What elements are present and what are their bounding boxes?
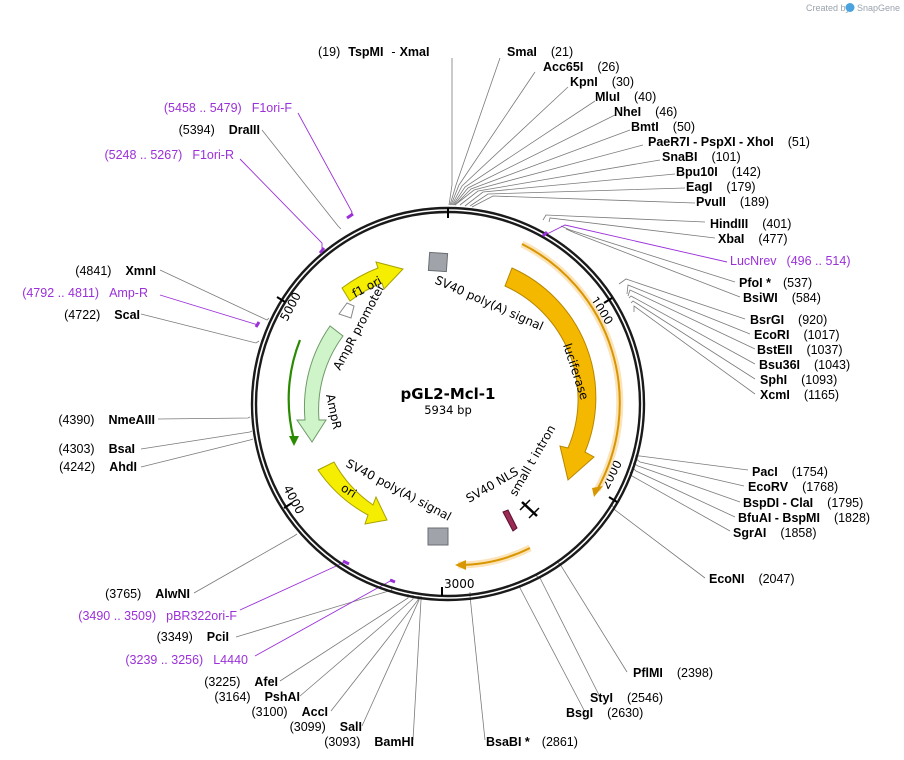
sv40-lower-glow: [457, 544, 532, 569]
site-label-sali[interactable]: (3099)SalI: [290, 720, 362, 734]
site-label-bsgi[interactable]: BsgI(2630): [566, 706, 643, 720]
site-label-bsu36i[interactable]: Bsu36I(1043): [759, 358, 850, 372]
site-label-econi[interactable]: EcoNI(2047): [709, 572, 795, 586]
snapgene-icon: [845, 3, 855, 12]
site-label-afei[interactable]: (3225)AfeI: [204, 675, 278, 689]
primer-label-f1ori-r[interactable]: (5248 .. 5267)F1ori-R: [104, 148, 234, 162]
small-t-intron-cap-b: [528, 507, 540, 519]
amp-outer-arc: [287, 339, 302, 441]
ampr-feature[interactable]: [296, 325, 344, 443]
luciferase-outer-arc: [521, 243, 621, 491]
site-label-smai[interactable]: SmaI(21): [507, 45, 573, 59]
site-label-draiii[interactable]: (5394)DraIII: [179, 123, 260, 137]
site-label-xcmi[interactable]: XcmI(1165): [760, 388, 839, 402]
features: [287, 240, 624, 570]
site-label-xhoi[interactable]: PaeR7I - PspXI - XhoI(51): [648, 135, 810, 149]
site-label-pcii[interactable]: (3349)PciI: [157, 630, 229, 644]
sv40-polya-box-top[interactable]: [427, 251, 449, 273]
site-label-kpni[interactable]: KpnI(30): [570, 75, 634, 89]
site-label-bsabi[interactable]: BsaBI *(2861): [486, 735, 578, 749]
site-label-pshai[interactable]: (3164)PshAI: [214, 690, 300, 704]
brand-prefix: Created by: [806, 3, 851, 13]
site-label-scai[interactable]: (4722)ScaI: [64, 308, 140, 322]
ampr-promoter-feature[interactable]: [338, 302, 355, 319]
sv40-nls-feature[interactable]: [502, 509, 518, 532]
site-label-pfoi[interactable]: PfoI *(537): [739, 276, 812, 290]
site-label-bamhi[interactable]: (3093)BamHI: [324, 735, 414, 749]
site-label-bpu10i[interactable]: Bpu10I(142): [676, 165, 761, 179]
sv40-polya-box-bottom[interactable]: [427, 527, 449, 546]
site-label-ahdi[interactable]: (4242)AhdI: [59, 460, 137, 474]
luciferase-feature[interactable]: [504, 267, 597, 481]
small-t-intron-mark[interactable]: [521, 501, 538, 517]
small-t-intron-label: small t intron: [506, 423, 558, 499]
site-label-alwni[interactable]: (3765)AlwNI: [105, 587, 190, 601]
plasmid-size: 5934 bp: [424, 403, 472, 417]
site-label-bsai[interactable]: (4303)BsaI: [58, 442, 135, 456]
site-label-bmti[interactable]: BmtI(50): [631, 120, 695, 134]
snapgene-logo: Created by SnapGene: [806, 3, 900, 13]
tick-3000: 3000: [444, 577, 475, 591]
primer-label-lucnrev[interactable]: LucNrev(496 .. 514): [730, 254, 850, 268]
site-label-sphi[interactable]: SphI(1093): [760, 373, 837, 387]
site-label-bsrgi[interactable]: BsrGI(920): [750, 313, 827, 327]
primer-labels: (5458 .. 5479)F1ori-F (5248 .. 5267)F1or…: [22, 101, 850, 667]
site-label-ecorv[interactable]: EcoRV(1768): [748, 480, 838, 494]
primer-label-f1ori-f[interactable]: (5458 .. 5479)F1ori-F: [164, 101, 292, 115]
site-label-hindiii[interactable]: HindIII(401): [710, 217, 791, 231]
f1-ori-feature[interactable]: [341, 261, 404, 302]
site-label-bspmi[interactable]: BfuAI - BspMI(1828): [738, 511, 870, 525]
site-label-snabi[interactable]: SnaBI(101): [662, 150, 741, 164]
site-label-eagi[interactable]: EagI(179): [686, 180, 756, 194]
plasmid-name: pGL2-Mcl-1: [401, 385, 496, 403]
luciferase-outer-arrow: [592, 486, 603, 497]
brand-name: SnapGene: [857, 3, 900, 13]
site-label-xbai[interactable]: XbaI(477): [718, 232, 788, 246]
ampr-label: AmpR: [323, 393, 344, 431]
primer-label-l4440[interactable]: (3239 .. 3256)L4440: [125, 653, 248, 667]
small-t-intron-cap-a: [519, 499, 531, 511]
scale-ticks: [276, 208, 618, 596]
site-label-styi[interactable]: StyI(2546): [590, 691, 663, 705]
site-label-xmni[interactable]: (4841)XmnI: [75, 264, 156, 278]
site-label-ecori[interactable]: EcoRI(1017): [754, 328, 840, 342]
primer-marks: [254, 212, 549, 584]
site-label-bsiwi[interactable]: BsiWI(584): [743, 291, 821, 305]
amp-outer-arrow: [289, 436, 299, 446]
site-label-mlui[interactable]: MluI(40): [595, 90, 656, 104]
sv40-polya-bottom-label: SV40 poly(A) signal: [344, 456, 454, 523]
primer-label-amp-r[interactable]: (4792 .. 4811)Amp-R: [22, 286, 148, 300]
site-label-acc65i[interactable]: Acc65I(26): [543, 60, 620, 74]
site-label-pvuii[interactable]: PvuII(189): [696, 195, 769, 209]
primer-label-pbr322ori-f[interactable]: (3490 .. 3509)pBR322ori-F: [78, 609, 237, 623]
site-label-bsteii[interactable]: BstEII(1037): [757, 343, 843, 357]
site-label-xmai[interactable]: (19)TspMI-XmaI: [318, 45, 429, 59]
site-label-acci[interactable]: (3100)AccI: [251, 705, 328, 719]
site-label-paci[interactable]: PacI(1754): [752, 465, 828, 479]
site-label-nhei[interactable]: NheI(46): [614, 105, 677, 119]
site-label-nmeaiii[interactable]: (4390)NmeAIII: [58, 413, 155, 427]
site-label-pflmi[interactable]: PflMI(2398): [633, 666, 713, 680]
site-label-sgrai[interactable]: SgrAI(1858): [733, 526, 816, 540]
site-labels: (19)TspMI-XmaI SmaI(21) Acc65I(26) KpnI(…: [58, 45, 870, 749]
sv40-lower-arrow: [455, 560, 466, 570]
site-label-clai[interactable]: BspDI - ClaI(1795): [743, 496, 863, 510]
ori-feature[interactable]: [317, 461, 388, 525]
